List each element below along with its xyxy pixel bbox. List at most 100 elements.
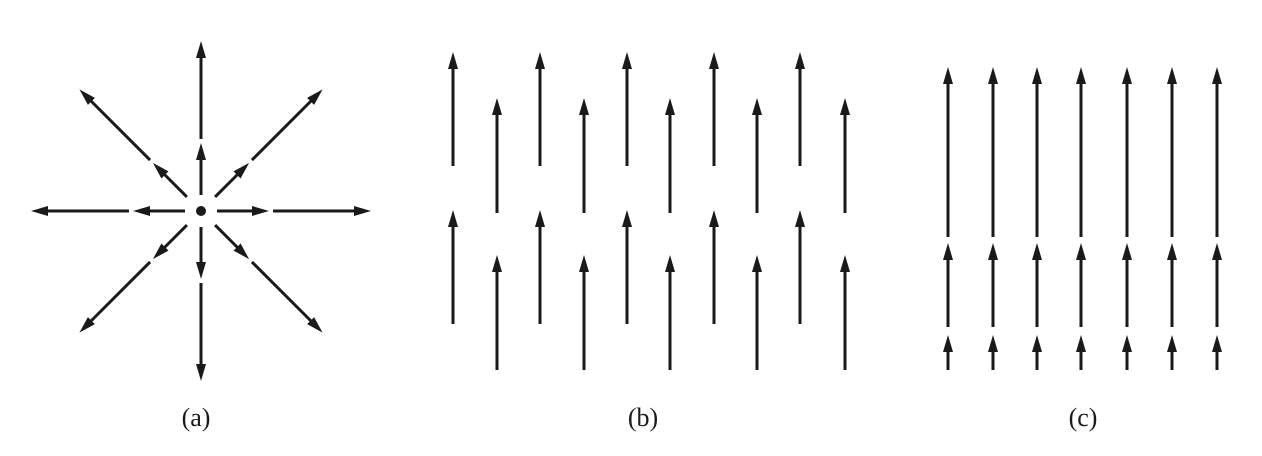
panel-c-label: (c) — [1069, 403, 1098, 432]
uniform-arrow-5-1-head — [665, 255, 675, 272]
uniform-arrow-2-0-head — [535, 52, 545, 69]
uniform-arrow-4-1 — [622, 210, 632, 324]
uniform-arrow-8-0 — [795, 52, 805, 166]
column-arrow-2-2-head — [1032, 67, 1042, 84]
radial-arrow-3-inner-shaft — [162, 172, 188, 198]
column-arrow-1-0-head — [988, 335, 998, 352]
radial-arrow-7-inner-head — [233, 243, 250, 260]
column-arrow-4-0-head — [1122, 335, 1132, 352]
uniform-arrow-1-1-head — [492, 255, 502, 272]
column-arrow-4-1 — [1122, 243, 1132, 327]
radial-arrow-6-outer — [196, 283, 206, 381]
uniform-arrow-8-1-head — [795, 210, 805, 227]
radial-arrow-1-outer-head — [307, 89, 323, 105]
radial-arrow-6-inner-head — [196, 262, 206, 279]
column-arrow-6-2-head — [1212, 67, 1222, 84]
column-arrow-0-2-head — [943, 67, 953, 84]
radial-arrow-2-outer-head — [196, 41, 206, 58]
column-arrow-0-0 — [943, 335, 953, 370]
radial-arrow-0-inner-head — [252, 206, 269, 216]
column-arrow-3-0 — [1076, 335, 1086, 370]
column-arrow-6-1-head — [1212, 243, 1222, 260]
column-arrow-0-1-head — [943, 243, 953, 260]
uniform-arrow-0-1 — [448, 210, 458, 324]
uniform-arrow-4-1-head — [622, 210, 632, 227]
radial-arrow-5-inner-head — [152, 243, 169, 260]
column-arrow-5-0 — [1167, 335, 1177, 370]
uniform-arrow-7-0-head — [752, 98, 762, 115]
panel-c-column-field — [943, 67, 1222, 370]
uniform-arrow-4-0-head — [622, 52, 632, 69]
radial-arrow-5-outer — [79, 260, 152, 333]
column-arrow-3-2-head — [1076, 67, 1086, 84]
column-arrow-3-1 — [1076, 243, 1086, 327]
column-arrow-0-2 — [943, 67, 953, 237]
uniform-arrow-6-0-head — [709, 52, 719, 69]
radial-arrow-6-outer-head — [196, 364, 206, 381]
panel-b-label: (b) — [628, 403, 658, 432]
column-arrow-0-0-head — [943, 335, 953, 352]
uniform-arrow-7-0 — [752, 98, 762, 213]
radial-arrow-7-outer-shaft — [250, 260, 314, 324]
column-arrow-5-2 — [1167, 67, 1177, 237]
uniform-arrow-1-0-head — [492, 98, 502, 115]
uniform-arrow-3-0-head — [579, 98, 589, 115]
column-arrow-2-2 — [1032, 67, 1042, 237]
panel-a-radial-field — [31, 41, 371, 381]
uniform-arrow-4-0 — [622, 52, 632, 166]
radial-arrow-7-inner — [214, 224, 250, 260]
radial-arrow-5-inner — [152, 224, 188, 260]
uniform-arrow-1-1 — [492, 255, 502, 370]
panel-b-staggered-field — [448, 52, 850, 370]
radial-arrow-5-outer-shaft — [88, 260, 152, 324]
column-arrow-6-1 — [1212, 243, 1222, 327]
radial-arrow-5-outer-head — [79, 317, 95, 333]
column-arrow-4-0 — [1122, 335, 1132, 370]
column-arrow-0-1 — [943, 243, 953, 327]
radial-arrow-2-outer — [196, 41, 206, 139]
column-arrow-3-2 — [1076, 67, 1086, 237]
column-arrow-6-0-head — [1212, 335, 1222, 352]
radial-arrow-3-outer-head — [79, 89, 95, 105]
column-arrow-4-1-head — [1122, 243, 1132, 260]
uniform-arrow-7-1-head — [752, 255, 762, 272]
column-arrow-2-0 — [1032, 335, 1042, 370]
column-arrow-3-0-head — [1076, 335, 1086, 352]
column-arrow-5-0-head — [1167, 335, 1177, 352]
radial-arrow-1-outer — [250, 89, 323, 162]
column-arrow-1-1-head — [988, 243, 998, 260]
radial-arrow-1-inner-head — [233, 162, 250, 179]
column-arrow-5-1-head — [1167, 243, 1177, 260]
radial-arrow-6-inner — [196, 227, 206, 279]
uniform-arrow-0-1-head — [448, 210, 458, 227]
panel-a-label: (a) — [182, 403, 211, 432]
uniform-arrow-9-1-head — [840, 255, 850, 272]
radial-arrow-3-outer-shaft — [88, 98, 152, 162]
column-arrow-2-1-head — [1032, 243, 1042, 260]
uniform-arrow-7-1 — [752, 255, 762, 370]
uniform-arrow-2-1-head — [535, 210, 545, 227]
radial-arrow-4-inner-head — [133, 206, 150, 216]
uniform-arrow-6-1 — [709, 210, 719, 324]
uniform-arrow-6-0 — [709, 52, 719, 166]
radial-arrow-3-inner — [152, 162, 188, 198]
uniform-arrow-8-0-head — [795, 52, 805, 69]
uniform-arrow-8-1 — [795, 210, 805, 324]
uniform-arrow-5-0 — [665, 98, 675, 213]
column-arrow-2-1 — [1032, 243, 1042, 327]
radial-arrow-0-outer — [273, 206, 371, 216]
radial-arrow-5-inner-shaft — [162, 224, 188, 250]
radial-arrow-1-outer-shaft — [250, 98, 314, 162]
column-arrow-1-0 — [988, 335, 998, 370]
uniform-arrow-0-0-head — [448, 52, 458, 69]
column-arrow-1-1 — [988, 243, 998, 327]
radial-arrow-1-inner-shaft — [214, 172, 240, 198]
uniform-arrow-9-0-head — [840, 98, 850, 115]
uniform-arrow-1-0 — [492, 98, 502, 213]
column-arrow-4-2-head — [1122, 67, 1132, 84]
source-point — [196, 206, 206, 216]
column-arrow-3-1-head — [1076, 243, 1086, 260]
column-arrow-5-2-head — [1167, 67, 1177, 84]
radial-arrow-7-outer-head — [307, 317, 323, 333]
